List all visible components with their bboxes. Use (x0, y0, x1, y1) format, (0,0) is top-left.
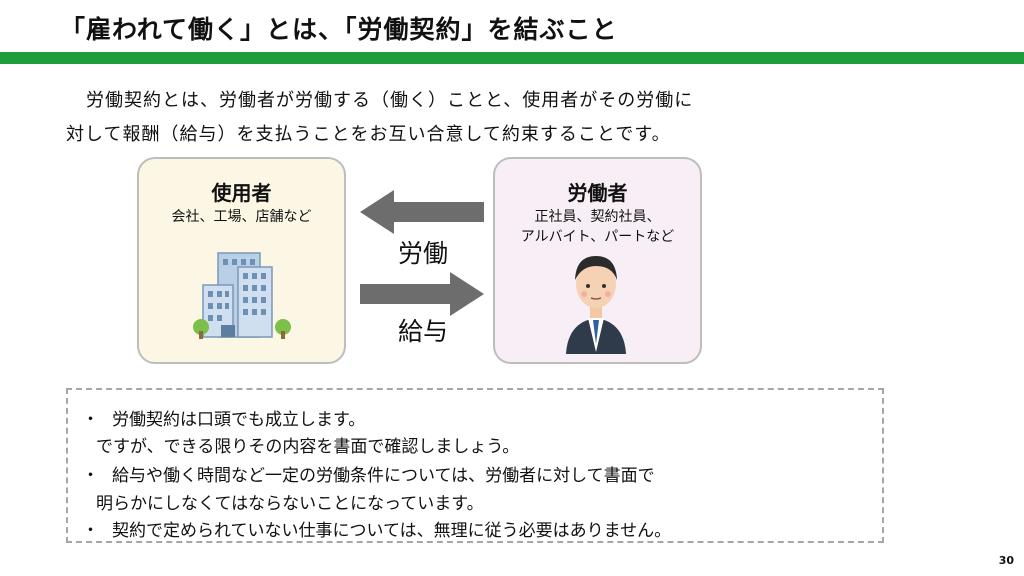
worker-examples-line-2: アルバイト、パートなど (520, 229, 675, 245)
worker-box: 労働者 正社員、契約社員、 アルバイト、パートなど (493, 157, 702, 364)
bullet-marker: ・ (82, 466, 99, 486)
arrow-left-icon (360, 190, 484, 234)
worker-heading: 労働者 (567, 181, 628, 205)
bullet-marker: ・ (82, 410, 99, 430)
note-item: ・労働契約は口頭でも成立します。 (82, 405, 365, 430)
note-item: ・給与や働く時間など一定の労働条件については、労働者に対して書面で (82, 461, 655, 486)
employer-heading: 使用者 (211, 181, 272, 205)
worker-examples-line-1: 正社員、契約社員、 (534, 209, 661, 225)
page-title: 「雇われて働く」とは、「労働契約」を結ぶこと (60, 15, 618, 44)
labor-label: 労働 (398, 239, 449, 268)
note-continuation: 明らかにしなくてはならないことになっています。 (96, 494, 484, 514)
note-continuation: ですが、できる限りその内容を書面で確認しましょう。 (96, 437, 520, 457)
bullet-marker: ・ (82, 521, 99, 541)
notes-box: ・労働契約は口頭でも成立します。 ですが、できる限りその内容を書面で確認しましょ… (66, 388, 884, 543)
office-building-icon (193, 252, 291, 339)
intro-paragraph: 労働契約とは、労働者が労働する（働く）ことと、使用者がその労働に 対して報酬（給… (66, 84, 826, 152)
note-text: 契約で定められていない仕事については、無理に従う必要はありません。 (112, 521, 672, 541)
businessman-icon (566, 256, 626, 354)
page-number: 30 (998, 554, 1014, 567)
intro-line-1: 労働契約とは、労働者が労働する（働く）ことと、使用者がその労働に (86, 90, 694, 111)
arrow-right-icon (360, 272, 484, 316)
wage-label: 給与 (398, 317, 449, 346)
note-text: 給与や働く時間など一定の労働条件については、労働者に対して書面で (112, 466, 655, 486)
employer-examples-line-1: 会社、工場、店舗など (171, 209, 312, 225)
note-item: ・契約で定められていない仕事については、無理に従う必要はありません。 (82, 516, 671, 541)
employer-examples: 会社、工場、店舗など (139, 207, 344, 227)
intro-line-2: 対して報酬（給与）を支払うことをお互い合意して約束することです。 (66, 124, 671, 145)
worker-examples: 正社員、契約社員、 アルバイト、パートなど (495, 207, 700, 247)
title-underline-bar (0, 52, 1024, 64)
note-text: 労働契約は口頭でも成立します。 (112, 410, 366, 430)
